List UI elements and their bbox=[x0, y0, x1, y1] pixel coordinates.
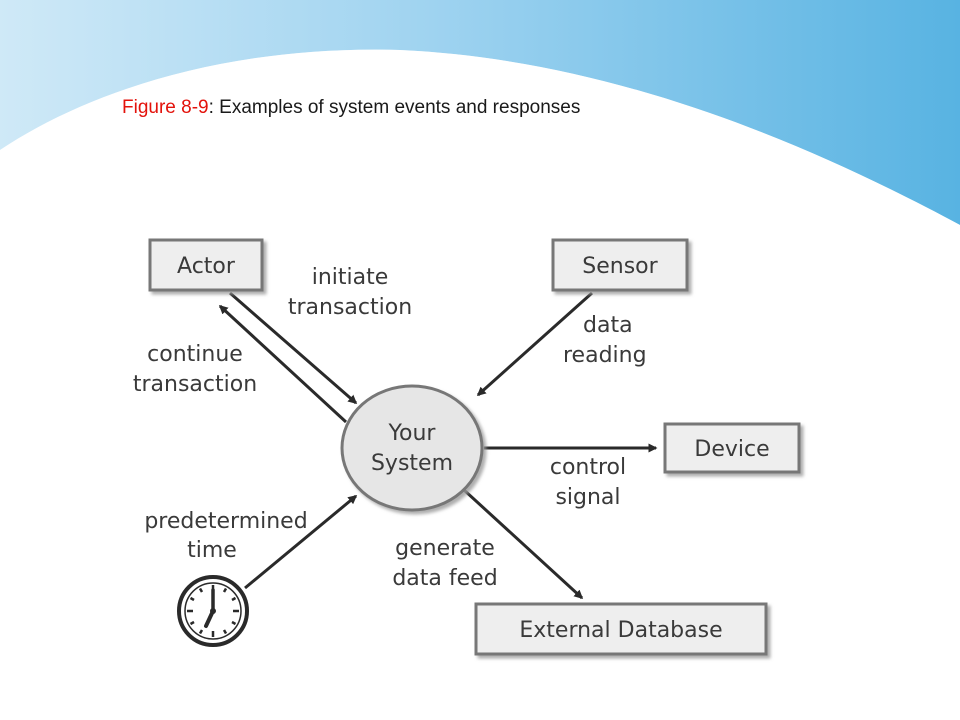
sensor-label: Sensor bbox=[582, 254, 658, 279]
actor-box: Actor bbox=[148, 238, 264, 292]
actor-label: Actor bbox=[177, 254, 236, 279]
control-signal-label-2: signal bbox=[555, 485, 620, 510]
continue-transaction-label-2: transaction bbox=[133, 372, 257, 397]
generate-data-feed-label-2: data feed bbox=[392, 566, 497, 591]
figure-caption-text: : Examples of system events and response… bbox=[208, 97, 581, 118]
control-signal-label-1: control bbox=[550, 455, 626, 480]
initiate-transaction-arrow bbox=[229, 291, 358, 405]
your-system-label-line1: Your bbox=[388, 421, 437, 446]
device-box: Device bbox=[663, 422, 801, 474]
initiate-transaction-label-1: initiate bbox=[312, 265, 389, 290]
your-system-label-line2: System bbox=[371, 451, 453, 476]
continue-transaction-label-1: continue bbox=[147, 342, 243, 367]
predetermined-time-label-2: time bbox=[187, 538, 237, 563]
continue-transaction-arrow bbox=[218, 304, 348, 424]
predetermined-time-arrow bbox=[244, 494, 358, 590]
data-reading-label-1: data bbox=[583, 313, 633, 338]
figure-caption: Figure 8-9: Examples of system events an… bbox=[122, 97, 580, 119]
figure-number: Figure 8-9 bbox=[122, 97, 209, 118]
your-system-node: Your System bbox=[340, 384, 484, 512]
predetermined-time-label-1: predetermined bbox=[144, 509, 307, 534]
external-database-label: External Database bbox=[519, 618, 722, 643]
clock-icon bbox=[177, 575, 249, 647]
sensor-box: Sensor bbox=[551, 238, 689, 292]
device-label: Device bbox=[694, 437, 769, 462]
generate-data-feed-label-1: generate bbox=[395, 536, 495, 561]
data-reading-label-2: reading bbox=[563, 343, 647, 368]
data-reading-arrow bbox=[476, 291, 594, 397]
initiate-transaction-label-2: transaction bbox=[288, 295, 412, 320]
external-database-box: External Database bbox=[474, 602, 768, 656]
generate-data-feed-arrow bbox=[462, 488, 584, 600]
